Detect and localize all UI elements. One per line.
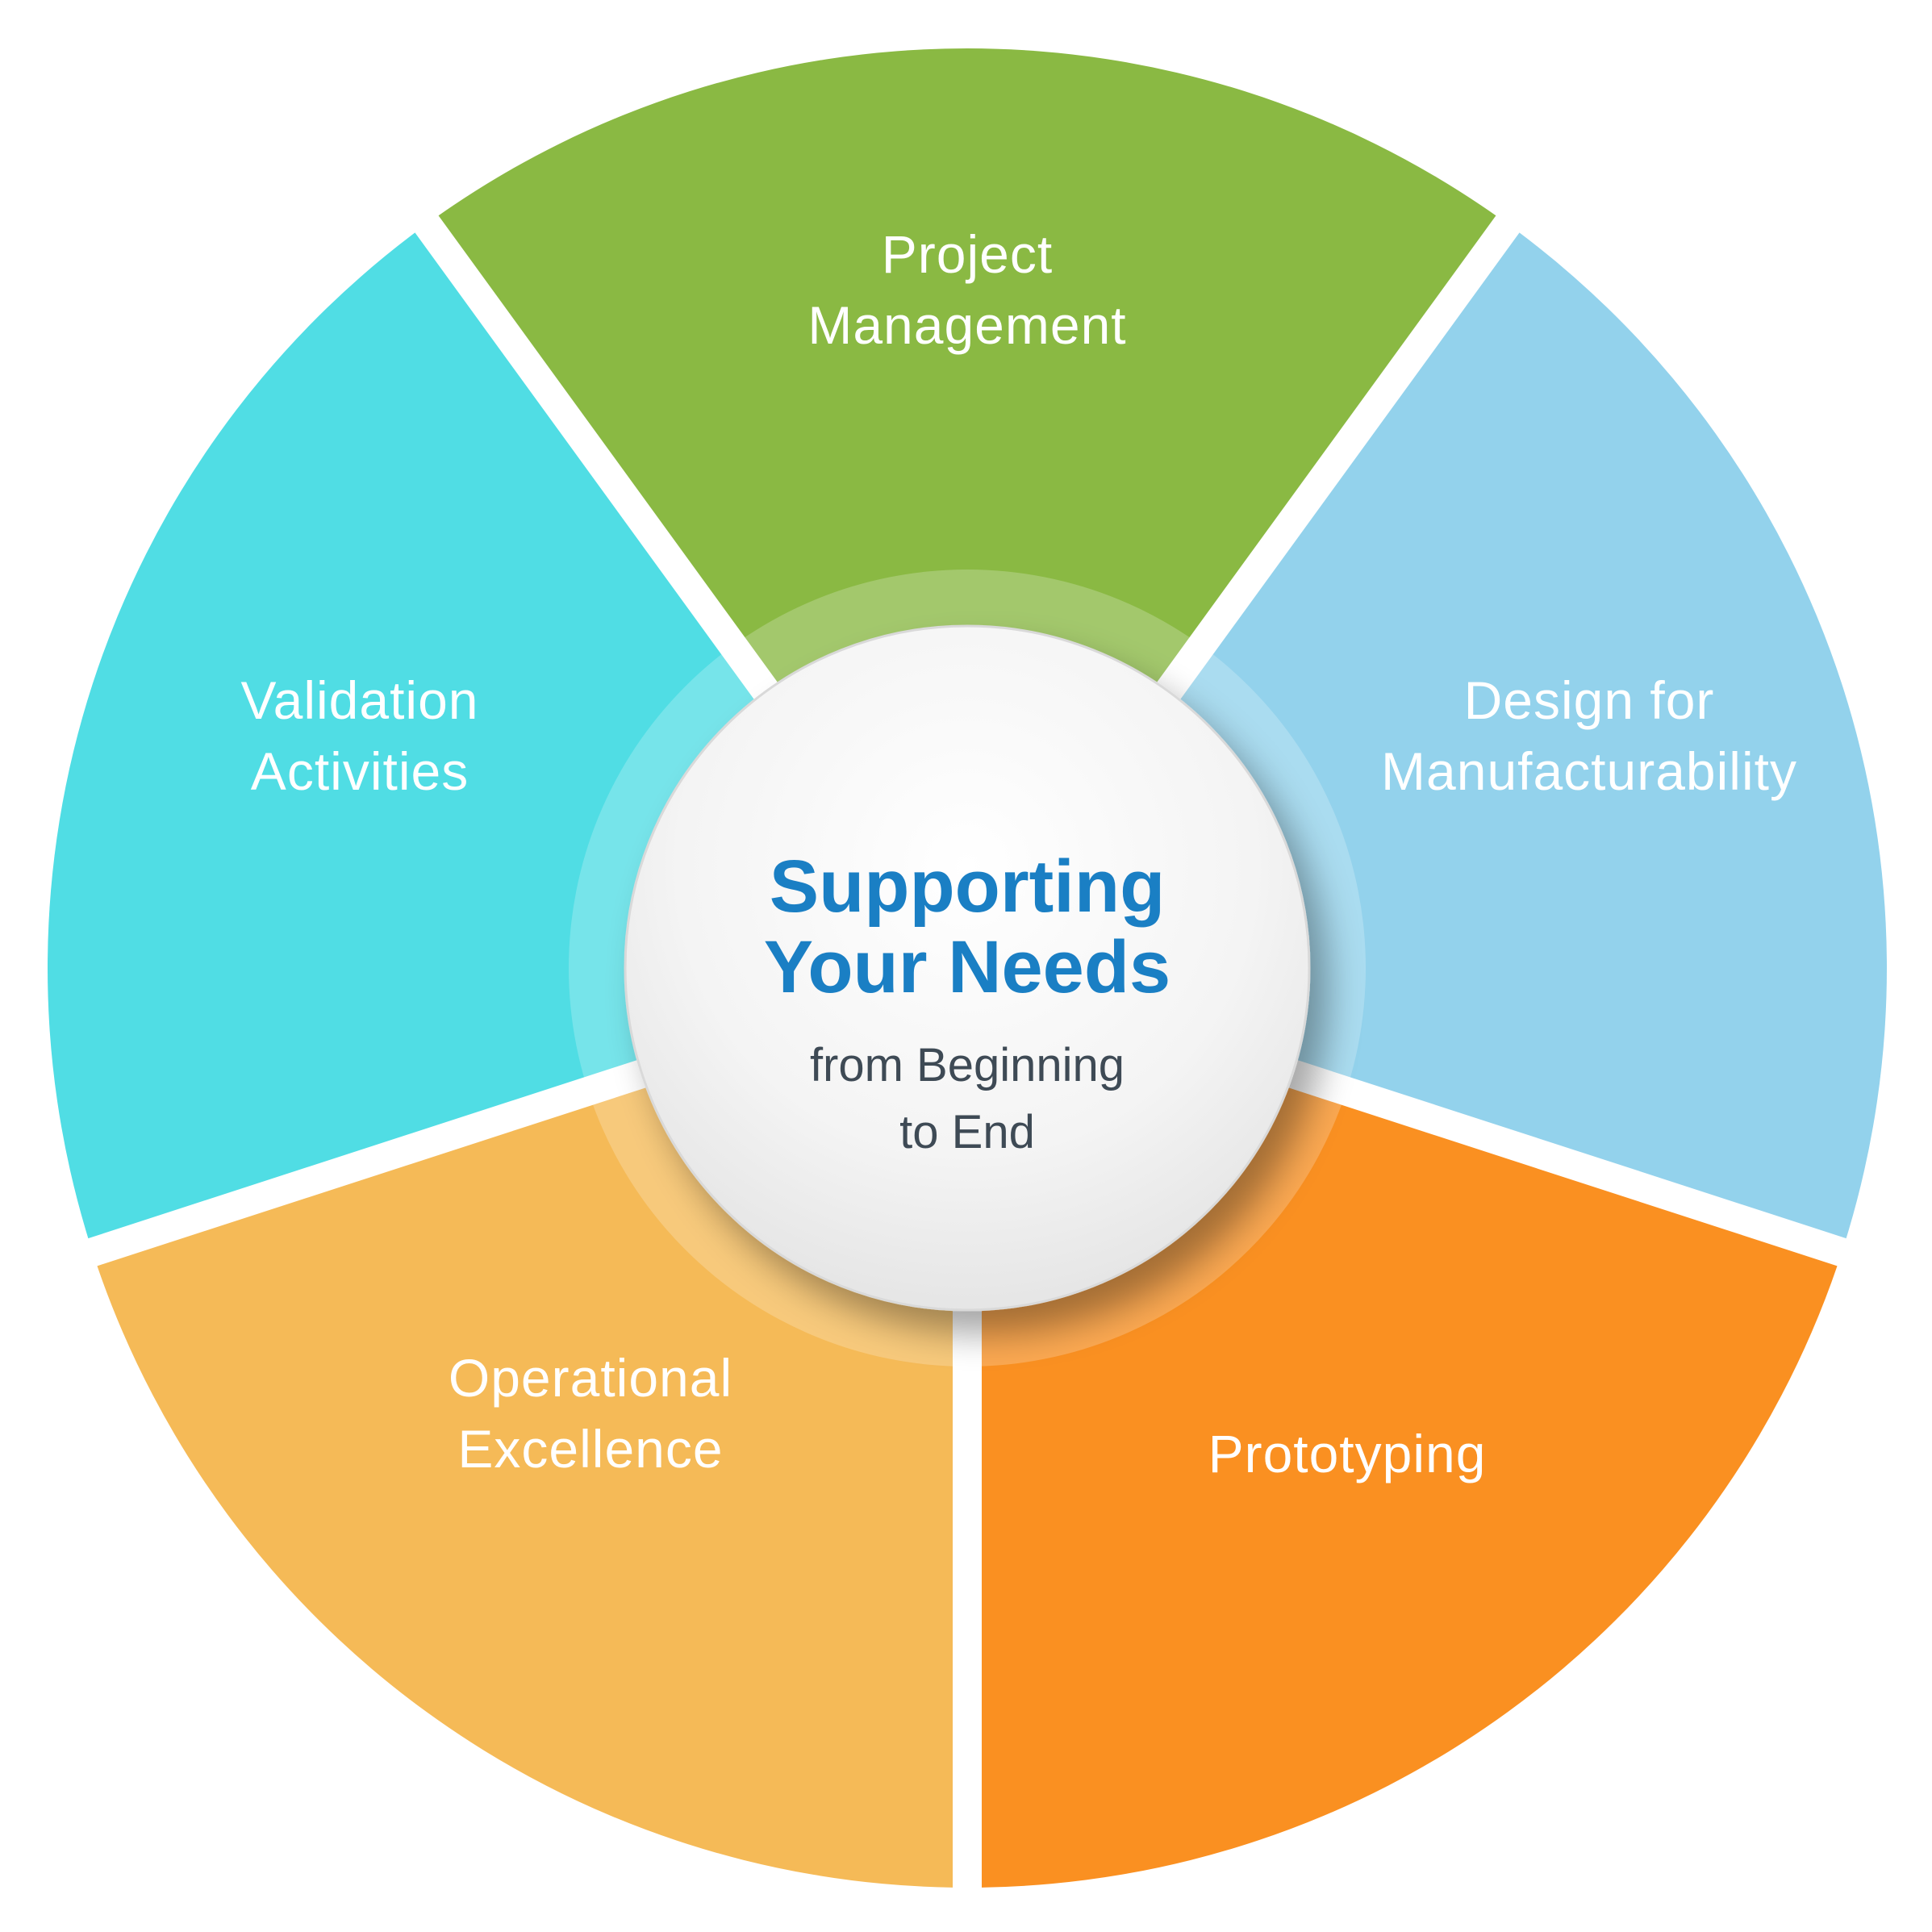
center-subtitle-line: to End [899,1106,1035,1158]
segment-project-management [438,48,1496,944]
segment-label-prototyping: Prototyping [1208,1424,1487,1483]
segment-label-line: Activities [251,741,469,801]
segment-label-line: Operational [449,1348,732,1408]
segment-label-line: Management [807,295,1126,355]
segment-label-line: Project [882,224,1053,284]
segment-label-line: Prototyping [1208,1424,1487,1483]
center-circle [624,624,1311,1312]
center-subtitle-line: from Beginning [810,1039,1125,1091]
segment-label-line: Design for [1464,670,1715,730]
segment-label-line: Validation [241,670,479,730]
segment-label-line: Manufacturability [1381,741,1797,801]
center-title-line: Your Needs [764,926,1170,1008]
center-subtitle: from Beginning to End [810,1039,1125,1158]
segment-label-line: Excellence [457,1419,723,1479]
center-title-line: Supporting [770,845,1166,928]
